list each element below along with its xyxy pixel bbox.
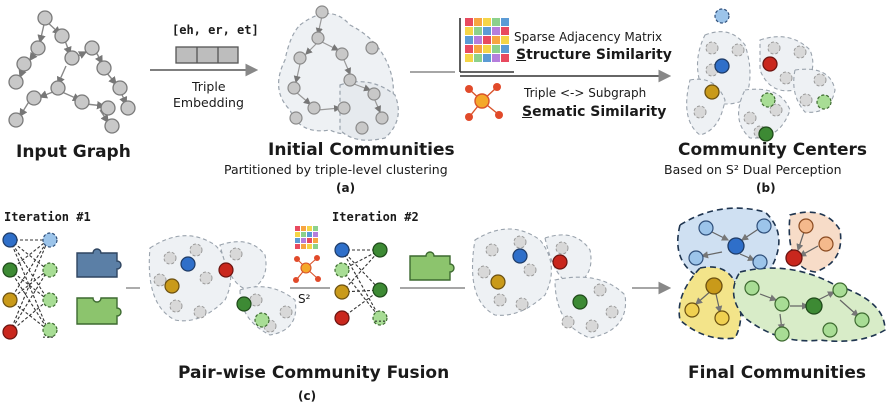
matrix-cell — [313, 238, 318, 243]
fusion-title: Pair-wise Community Fusion — [178, 363, 450, 383]
matrix-cell — [301, 226, 306, 231]
matrix-cell — [492, 54, 500, 62]
iteration-2-bipartite — [334, 242, 388, 326]
matrix-cell — [501, 54, 509, 62]
matrix-cell — [295, 232, 300, 237]
ellipsis-2: ... — [374, 310, 386, 325]
s2-label: S² — [298, 292, 311, 306]
matrix-cell — [492, 36, 500, 44]
matrix-cell — [313, 226, 318, 231]
tag-a: (a) — [336, 181, 356, 195]
matrix-cell — [483, 27, 491, 35]
iteration-1-bipartite — [2, 232, 58, 340]
embedding-block — [150, 46, 259, 77]
initial-communities-title: Initial Communities — [268, 140, 455, 160]
matrix-cell — [295, 238, 300, 243]
matrix-cell — [474, 54, 482, 62]
matrix-cell — [307, 244, 312, 249]
matrix-cell — [501, 45, 509, 53]
matrix-cell — [465, 27, 473, 35]
community-centers-title: Community Centers — [678, 140, 868, 160]
matrix-cell — [501, 18, 509, 26]
matrix-cell — [301, 232, 306, 237]
community-centers-subtitle: Based on S² Dual Perception — [664, 162, 842, 177]
matrix-cell — [492, 45, 500, 53]
fusion-graph-2 — [472, 228, 627, 339]
matrix-cell — [483, 54, 491, 62]
matrix-cell — [492, 18, 500, 26]
matrix-cell — [492, 27, 500, 35]
matrix-cell — [295, 244, 300, 249]
tag-b: (b) — [756, 181, 776, 195]
puzzle-pieces-1 — [76, 248, 122, 325]
matrix-cell — [465, 18, 473, 26]
puzzle-pieces-2 — [409, 251, 455, 281]
matrix-cell — [474, 45, 482, 53]
matrix-cell — [474, 27, 482, 35]
final-communities-title: Final Communities — [688, 363, 866, 383]
matrix-cell — [474, 18, 482, 26]
iteration-1-label: Iteration #1 — [4, 210, 91, 224]
matrix-cell — [301, 238, 306, 243]
matrix-cell — [295, 226, 300, 231]
matrix-cell — [301, 244, 306, 249]
community-centers-graph — [686, 8, 836, 142]
final-communities-graph — [676, 207, 886, 343]
matrix-cell — [465, 54, 473, 62]
matrix-cell — [307, 232, 312, 237]
embedding-vector-label: [eh, er, et] — [172, 23, 259, 37]
sparse-matrix-icon — [459, 18, 514, 73]
matrix-cell — [483, 36, 491, 44]
initial-communities-subtitle: Partitioned by triple-level clustering — [224, 162, 448, 177]
matrix-cell — [483, 18, 491, 26]
matrix-cell — [501, 36, 509, 44]
matrix-cell — [313, 244, 318, 249]
matrix-cell — [307, 238, 312, 243]
semantic-similarity-label: Sematic Similarity — [522, 104, 667, 120]
iteration-2-label: Iteration #2 — [332, 210, 419, 224]
subgraph-icon — [465, 83, 503, 121]
embedding-caption-line1: Triple — [192, 79, 226, 94]
matrix-cell — [483, 45, 491, 53]
matrix-cell — [501, 27, 509, 35]
matrix-cell — [313, 232, 318, 237]
structure-similarity-label: Structure Similarity — [516, 47, 672, 63]
structure-small-label: Sparse Adjacency Matrix — [514, 30, 663, 44]
input-graph-title: Input Graph — [16, 142, 131, 162]
initial-communities-graph — [278, 5, 399, 141]
input-graph — [8, 10, 136, 134]
matrix-cell — [307, 226, 312, 231]
fusion-graph-1 — [148, 235, 297, 336]
ellipsis-1: ... — [42, 326, 54, 341]
matrix-cell — [465, 45, 473, 53]
embedding-caption-line2: Embedding — [173, 95, 244, 110]
matrix-cell — [474, 36, 482, 44]
s2-icons — [293, 226, 321, 283]
tag-c: (c) — [298, 389, 317, 403]
semantic-small-label: Triple <-> Subgraph — [524, 86, 647, 100]
matrix-cell — [465, 36, 473, 44]
